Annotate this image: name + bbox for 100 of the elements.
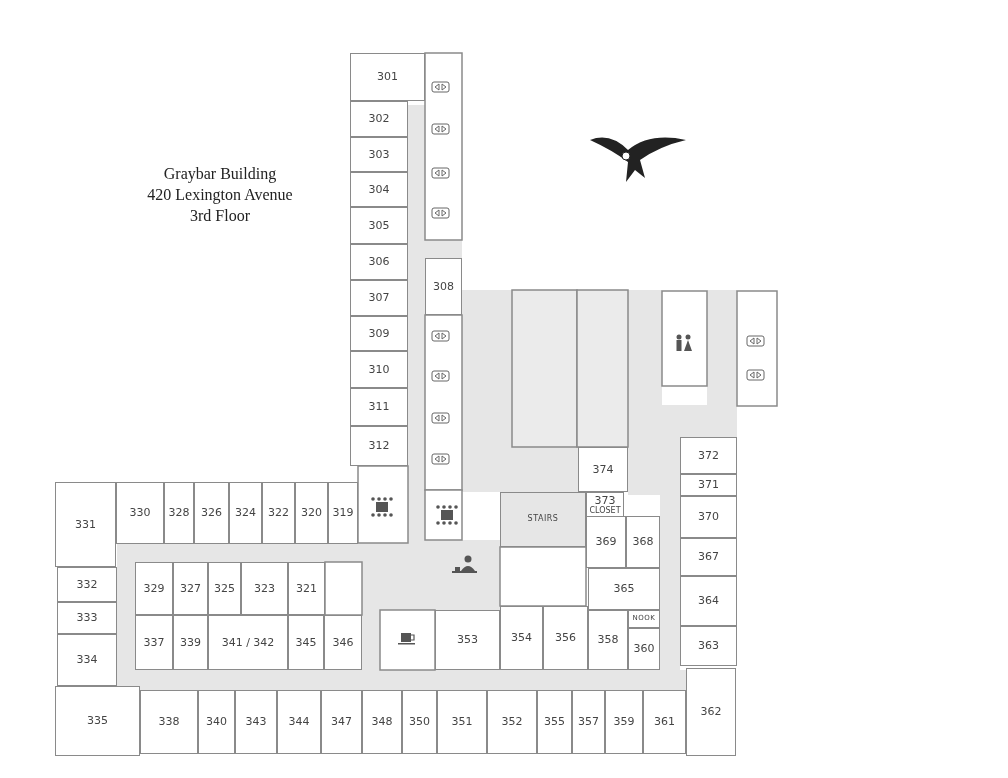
stairwell xyxy=(500,492,586,547)
office-room xyxy=(135,615,173,670)
office-room xyxy=(235,690,277,754)
room-number: 334 xyxy=(76,654,98,666)
room-label: CLOSET xyxy=(589,506,621,515)
office-room xyxy=(208,562,241,615)
office-room xyxy=(586,492,624,518)
room-number: 310 xyxy=(368,363,390,376)
room-number: 363 xyxy=(698,640,719,652)
office-room xyxy=(241,562,288,615)
office-room xyxy=(537,690,572,754)
office-room xyxy=(350,351,408,388)
office-room xyxy=(402,690,437,754)
room-number: 369 xyxy=(595,536,617,548)
room-number: 323 xyxy=(254,582,275,595)
office-room xyxy=(578,447,628,492)
room-number: 331 xyxy=(75,518,96,531)
office-room xyxy=(643,690,686,754)
office-room xyxy=(350,388,408,426)
room-number: 345 xyxy=(295,636,317,649)
room-number: 362 xyxy=(700,706,722,718)
room-number: 304 xyxy=(368,183,390,196)
office-room xyxy=(164,482,194,544)
room-number: 368 xyxy=(632,536,654,548)
room-number: 330 xyxy=(129,507,151,519)
room-number: 311 xyxy=(368,401,390,413)
room-number: 325 xyxy=(214,582,235,595)
room-number: 327 xyxy=(180,582,201,595)
office-room xyxy=(350,244,408,280)
title-line: 3rd Floor xyxy=(189,207,251,225)
office-room xyxy=(288,615,324,670)
office-room xyxy=(198,690,235,754)
room-number: 319 xyxy=(332,507,354,519)
office-room xyxy=(350,280,408,316)
office-room xyxy=(680,626,737,666)
room-number: 321 xyxy=(296,582,317,595)
office-room xyxy=(140,690,198,754)
room-number: 350 xyxy=(409,716,430,728)
office-room xyxy=(350,137,408,172)
room-number: 335 xyxy=(87,715,108,727)
room-number: 361 xyxy=(654,716,675,728)
office-room xyxy=(328,482,358,544)
office-room xyxy=(55,686,140,756)
room-number: 339 xyxy=(180,636,201,649)
room-number: 337 xyxy=(143,636,165,649)
office-room xyxy=(350,316,408,351)
room-number: 372 xyxy=(698,449,719,462)
office-room xyxy=(686,668,736,756)
room-number: 373 xyxy=(594,495,616,507)
office-room xyxy=(350,426,408,466)
office-room xyxy=(680,538,737,576)
room-number: 341 / 342 xyxy=(221,636,275,649)
room-number: 360 xyxy=(633,643,655,655)
office-room xyxy=(295,482,328,544)
room-number: 306 xyxy=(368,256,390,268)
room-number: 307 xyxy=(368,292,390,304)
room-number: 357 xyxy=(578,716,599,728)
room-number: 322 xyxy=(268,507,289,519)
office-room xyxy=(57,567,117,602)
office-room xyxy=(288,562,325,615)
office-room xyxy=(135,562,173,615)
room-number: 329 xyxy=(143,582,165,595)
office-room xyxy=(588,568,660,610)
office-room xyxy=(57,602,117,634)
room-number: 354 xyxy=(511,632,532,644)
office-room xyxy=(425,258,462,315)
office-room xyxy=(628,628,660,670)
room-number: 302 xyxy=(368,113,390,125)
room-number: 347 xyxy=(331,716,352,728)
room-number: 359 xyxy=(613,716,635,728)
room-number: 355 xyxy=(544,716,565,728)
room-number: 309 xyxy=(368,327,390,340)
room-number: 328 xyxy=(168,507,190,519)
office-room xyxy=(487,690,537,754)
room-number: 352 xyxy=(501,716,523,728)
room-number: 356 xyxy=(555,632,576,644)
room-number: 348 xyxy=(371,716,393,728)
office-room xyxy=(680,576,737,626)
office-room xyxy=(588,610,628,670)
office-room xyxy=(55,482,116,567)
room-number: 308 xyxy=(433,280,454,293)
office-room xyxy=(680,496,737,538)
office-room xyxy=(116,482,164,544)
office-room xyxy=(324,615,362,670)
room-number: 364 xyxy=(698,595,719,607)
room-number: 346 xyxy=(332,636,354,649)
office-room xyxy=(194,482,229,544)
room-number: 332 xyxy=(76,578,98,591)
room-number: 371 xyxy=(698,479,719,491)
room-number: 340 xyxy=(206,716,227,728)
room-number: 344 xyxy=(288,716,310,728)
office-room xyxy=(626,516,660,568)
building-name: Graybar Building xyxy=(162,165,278,183)
office-room xyxy=(229,482,262,544)
office-room xyxy=(208,615,288,670)
room-number: 370 xyxy=(698,511,719,523)
room-number: 326 xyxy=(201,507,222,519)
office-room xyxy=(572,690,605,754)
office-room xyxy=(350,53,425,101)
office-room xyxy=(543,606,588,670)
